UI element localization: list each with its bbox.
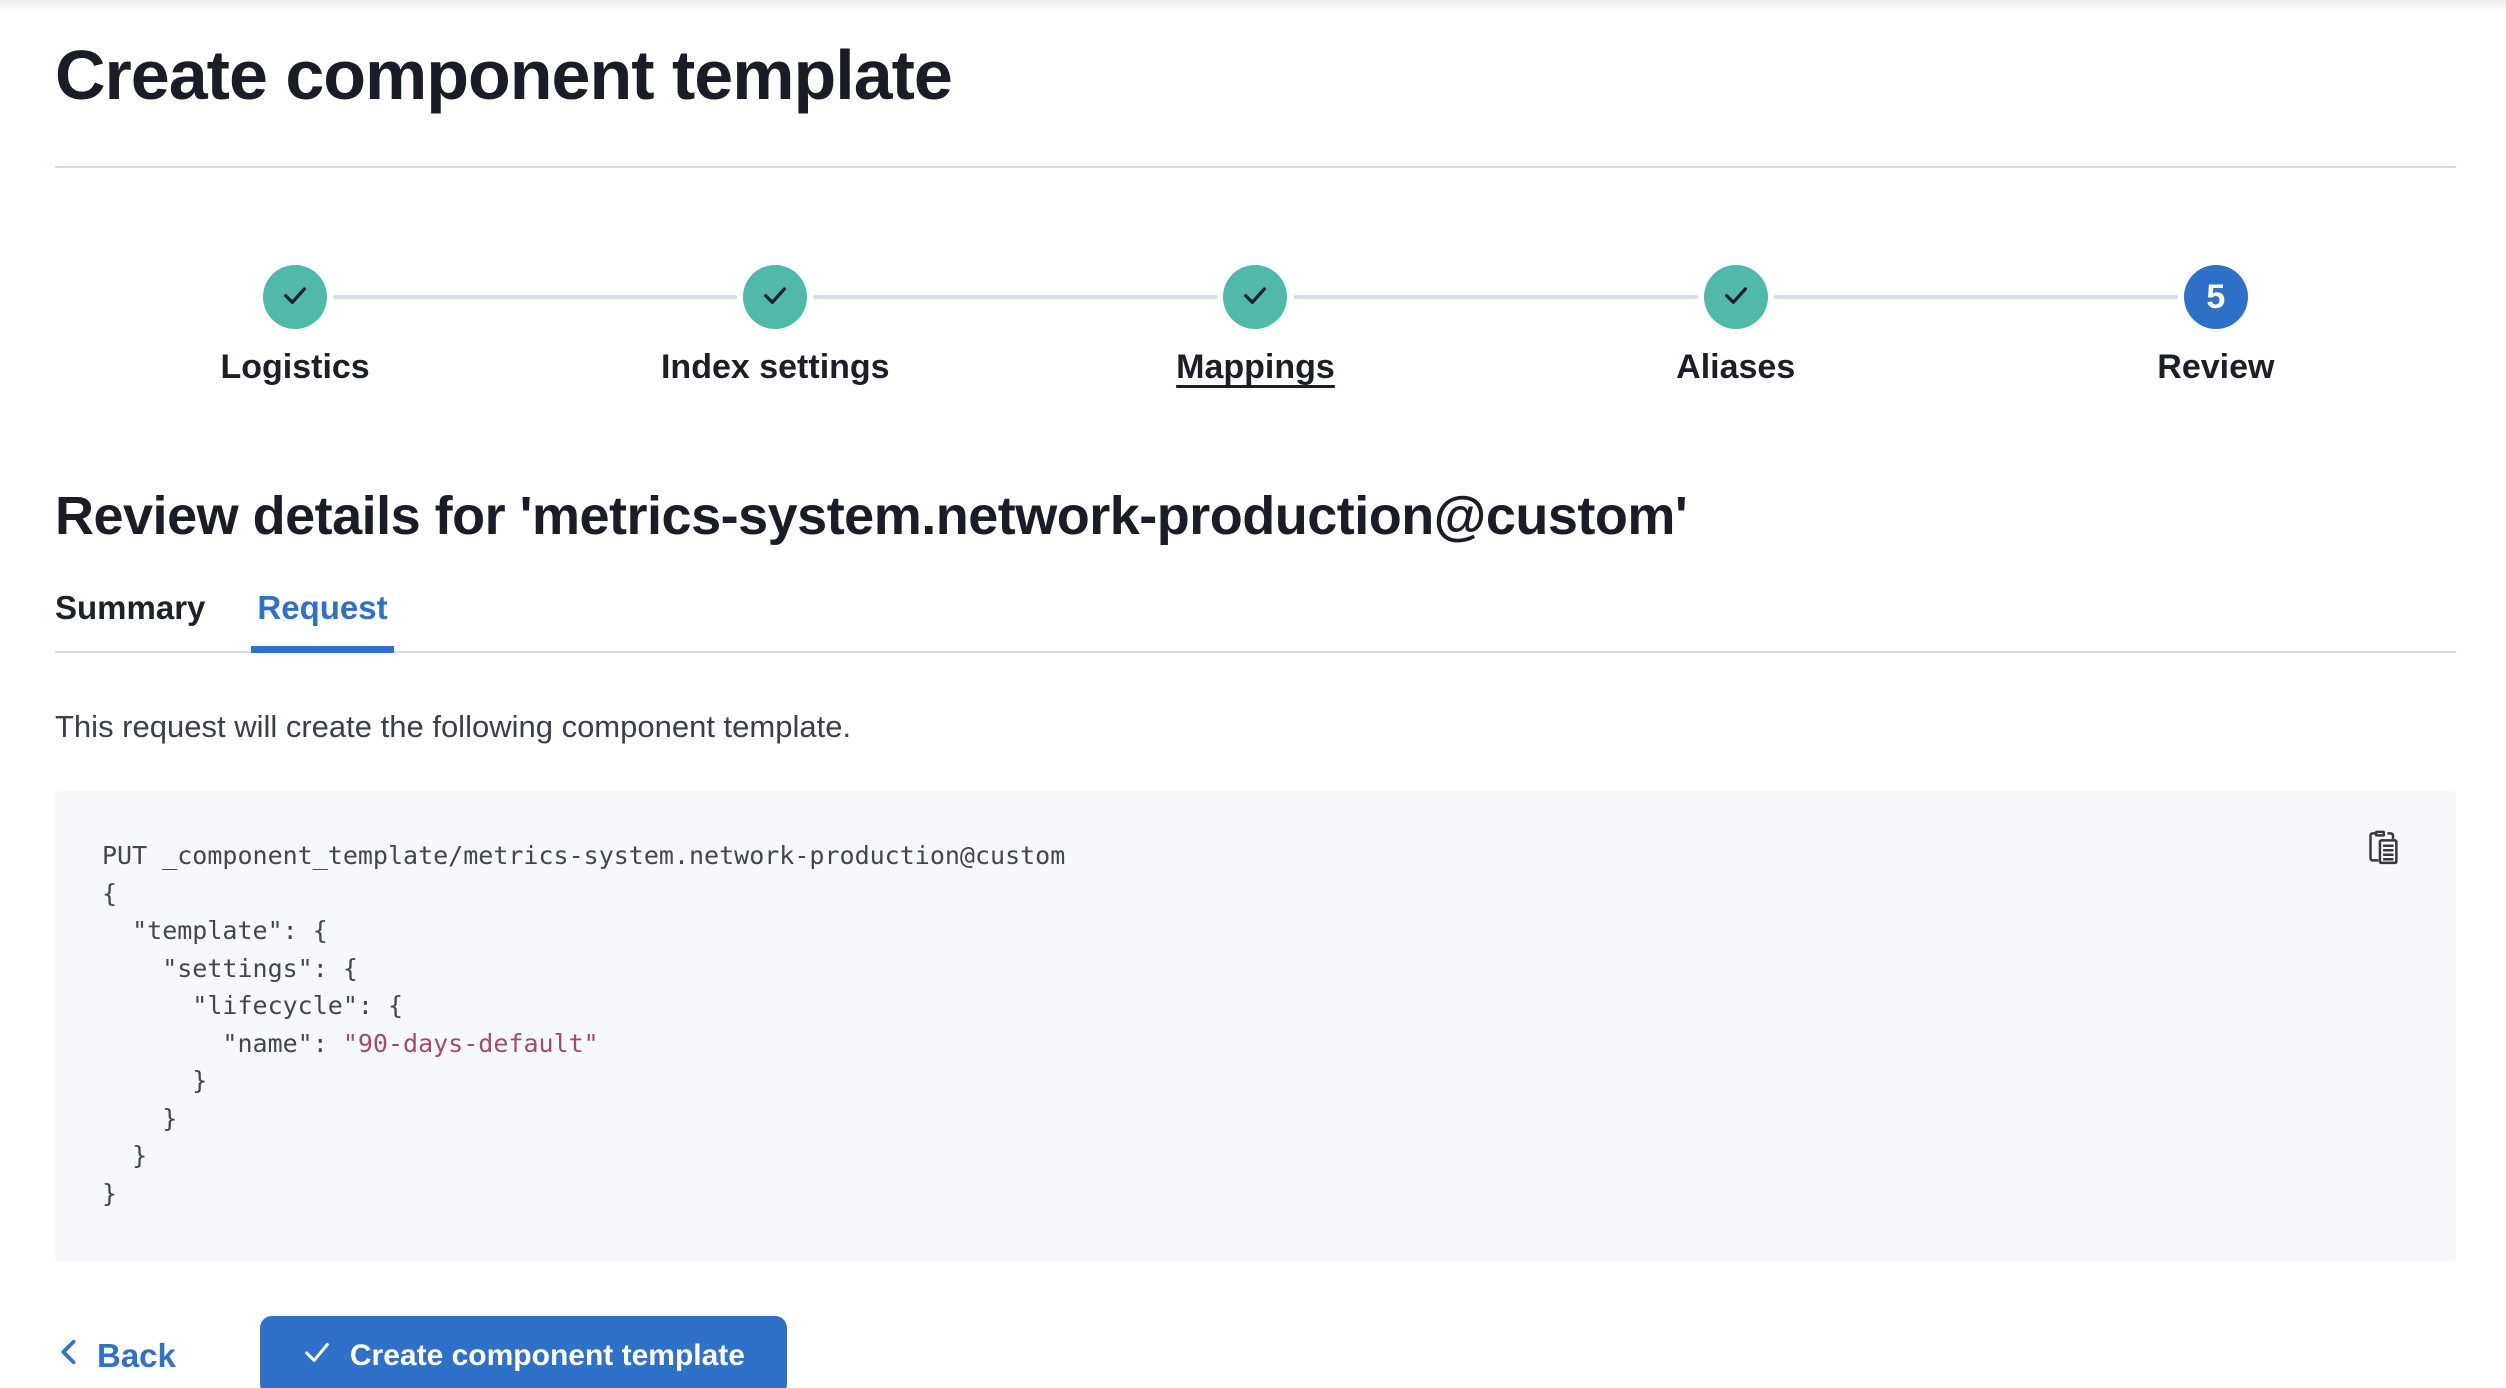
request-description: This request will create the following c… (55, 709, 852, 744)
step-connector (1773, 295, 2178, 299)
step-logistics-circle[interactable] (263, 265, 328, 329)
tab-summary[interactable]: Summary (55, 589, 206, 626)
create-button-label: Create component template (349, 1339, 745, 1372)
create-component-template-button[interactable]: Create component template (259, 1316, 787, 1388)
step-indicator: Logistics Index settings Mappings (55, 265, 2456, 387)
back-button[interactable]: Back (55, 1337, 176, 1375)
check-icon (279, 279, 311, 316)
step-review-circle[interactable]: 5 (2183, 265, 2248, 329)
code-line: } (102, 1178, 118, 1208)
step-aliases[interactable]: Aliases (1293, 265, 1976, 387)
copy-to-clipboard-button[interactable] (2364, 829, 2404, 869)
code-line: { (102, 878, 118, 908)
copy-clipboard-icon (2366, 830, 2402, 869)
step-mappings-label[interactable]: Mappings (1176, 348, 1335, 386)
check-icon (302, 1337, 332, 1375)
step-connector (813, 295, 1218, 299)
code-key: "name": (102, 1028, 343, 1058)
step-index-settings[interactable]: Index settings (333, 265, 1015, 387)
check-icon (1720, 279, 1752, 316)
step-logistics-label[interactable]: Logistics (220, 348, 370, 386)
step-logistics[interactable]: Logistics (55, 265, 535, 387)
step-review-number: 5 (2206, 277, 2226, 316)
footer-actions: Back Create component template (55, 1316, 2456, 1388)
code-line: } (102, 1066, 208, 1095)
step-review[interactable]: 5 Review (1773, 265, 2456, 387)
back-button-label: Back (97, 1337, 176, 1374)
step-index-settings-label[interactable]: Index settings (660, 348, 890, 386)
title-divider (55, 166, 2456, 168)
step-mappings-circle[interactable] (1223, 265, 1288, 329)
tab-request[interactable]: Request (251, 589, 394, 653)
step-mappings[interactable]: Mappings (813, 265, 1495, 387)
code-line: } (102, 1141, 148, 1170)
code-line: } (102, 1103, 178, 1133)
page-title: Create component template (55, 36, 953, 114)
step-index-settings-circle[interactable] (743, 265, 808, 329)
code-line: PUT _component_template/metrics-system.n… (102, 841, 1066, 870)
request-code-block: PUT _component_template/metrics-system.n… (55, 791, 2456, 1262)
step-connector (1293, 295, 1698, 299)
code-line: "name": "90-days-default" (102, 1025, 2406, 1063)
chevron-left-icon (55, 1337, 81, 1375)
check-icon (759, 279, 791, 316)
review-tabs: Summary Request (55, 589, 2456, 653)
step-aliases-label[interactable]: Aliases (1676, 348, 1796, 386)
code-string-value: "90-days-default" (342, 1028, 599, 1058)
step-review-label[interactable]: Review (2157, 348, 2275, 386)
step-connector (333, 295, 738, 299)
check-icon (1239, 279, 1271, 316)
code-line: "template": { (102, 916, 328, 945)
code-line: "lifecycle": { (102, 991, 404, 1020)
review-heading: Review details for 'metrics-system.netwo… (55, 486, 1688, 546)
top-scroll-shadow (0, 0, 2506, 12)
code-line: "settings": { (102, 953, 358, 983)
step-aliases-circle[interactable] (1703, 265, 1768, 329)
